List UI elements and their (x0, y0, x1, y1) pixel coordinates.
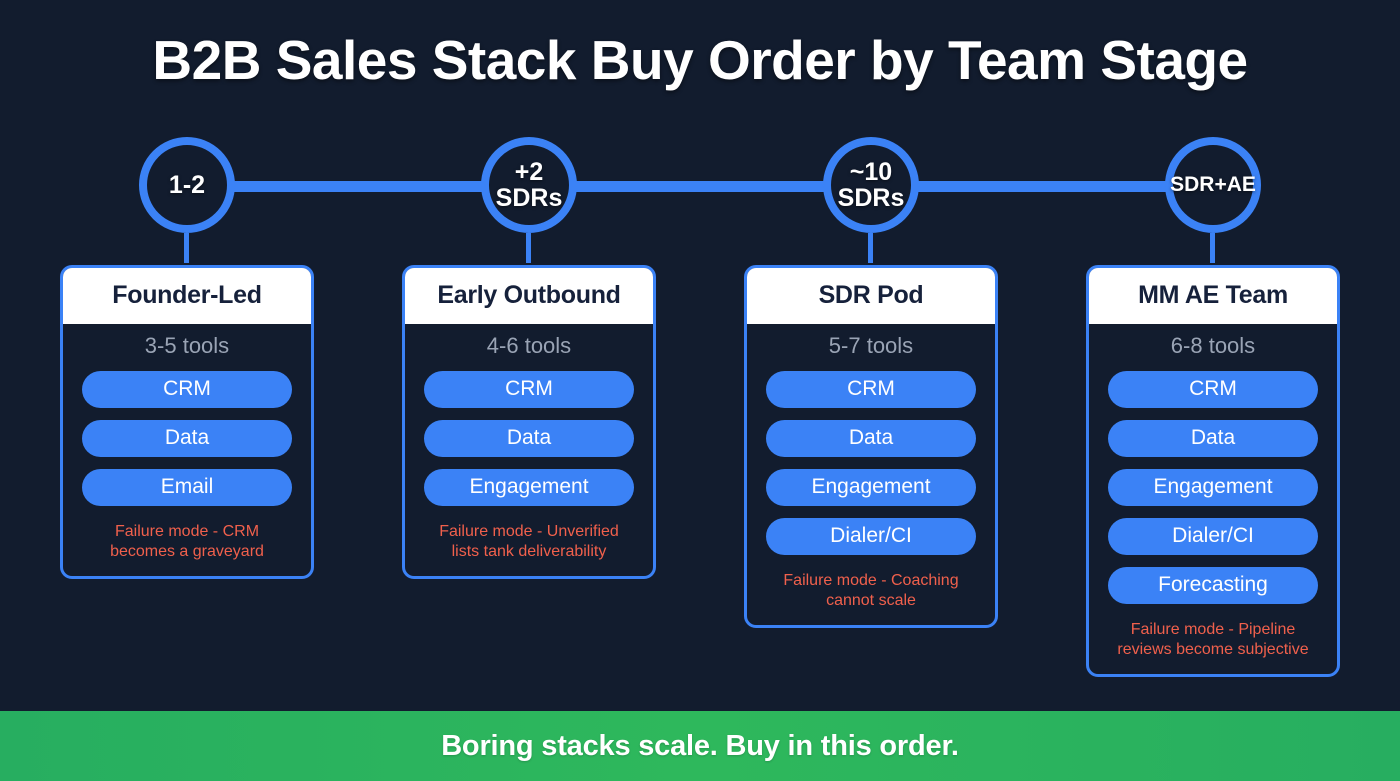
footer-banner: Boring stacks scale. Buy in this order. (0, 711, 1400, 781)
connector-drop-line-1 (184, 233, 189, 263)
tool-pill[interactable]: Email (82, 469, 292, 506)
stage-tools-count: 5-7 tools (828, 333, 914, 358)
timeline-node-4[interactable]: SDR+AE (1165, 137, 1261, 233)
tool-pill[interactable]: Engagement (766, 469, 976, 506)
page-title: B2B Sales Stack Buy Order by Team Stage (152, 29, 1248, 91)
stage-card-body: 6-8 tools CRM Data Engagement Dialer/CI … (1089, 324, 1337, 674)
stage-failure-mode: Failure mode - Pipeline reviews become s… (1117, 621, 1309, 659)
tool-pill[interactable]: Dialer/CI (766, 518, 976, 555)
stage-card-early-outbound[interactable]: Early Outbound 4-6 tools CRM Data Engage… (402, 265, 656, 579)
connector-drop-line-4 (1210, 233, 1215, 263)
timeline-node-label: 1-2 (168, 170, 206, 199)
stage-card-body: 4-6 tools CRM Data Engagement Failure mo… (405, 324, 653, 576)
timeline-node-label: SDR+AE (1170, 172, 1256, 196)
tool-pill[interactable]: Data (1108, 420, 1318, 457)
connector-drop-line-3 (868, 233, 873, 263)
stage-failure-mode: Failure mode - Unverified lists tank del… (439, 523, 619, 561)
tool-pill[interactable]: CRM (766, 371, 976, 408)
stage-failure-mode: Failure mode - CRM becomes a graveyard (110, 523, 264, 561)
footer-tagline: Boring stacks scale. Buy in this order. (441, 729, 959, 762)
tool-pill[interactable]: Engagement (424, 469, 634, 506)
stage-card-body: 3-5 tools CRM Data Email Failure mode - … (63, 324, 311, 576)
stage-card-sdr-pod[interactable]: SDR Pod 5-7 tools CRM Data Engagement Di… (744, 265, 998, 628)
stage-card-title: MM AE Team (1089, 268, 1337, 324)
stage-tools-count: 6-8 tools (1170, 333, 1256, 358)
tool-pill[interactable]: Engagement (1108, 469, 1318, 506)
stage-card-title: Founder-Led (63, 268, 311, 324)
tool-pill[interactable]: Data (766, 420, 976, 457)
stage-tools-count: 4-6 tools (486, 333, 572, 358)
tool-pill[interactable]: CRM (1108, 371, 1318, 408)
tool-pill[interactable]: Data (424, 420, 634, 457)
tool-pill[interactable]: Data (82, 420, 292, 457)
stage-card-title: SDR Pod (747, 268, 995, 324)
stage-card-founder-led[interactable]: Founder-Led 3-5 tools CRM Data Email Fai… (60, 265, 314, 579)
tool-pill[interactable]: Dialer/CI (1108, 518, 1318, 555)
connector-drop-line-2 (526, 233, 531, 263)
timeline-rail-2 (570, 181, 846, 192)
tool-pill[interactable]: CRM (424, 371, 634, 408)
stage-card-title: Early Outbound (405, 268, 653, 324)
stage-failure-mode: Failure mode - Coaching cannot scale (783, 572, 959, 610)
stage-card-body: 5-7 tools CRM Data Engagement Dialer/CI … (747, 324, 995, 625)
timeline-node-1[interactable]: 1-2 (139, 137, 235, 233)
timeline-rail-3 (912, 181, 1188, 192)
tool-pill[interactable]: Forecasting (1108, 567, 1318, 604)
stage-card-mm-ae-team[interactable]: MM AE Team 6-8 tools CRM Data Engagement… (1086, 265, 1340, 677)
stage-tools-count: 3-5 tools (144, 333, 230, 358)
tool-pill[interactable]: CRM (82, 371, 292, 408)
timeline-rail-1 (228, 181, 504, 192)
